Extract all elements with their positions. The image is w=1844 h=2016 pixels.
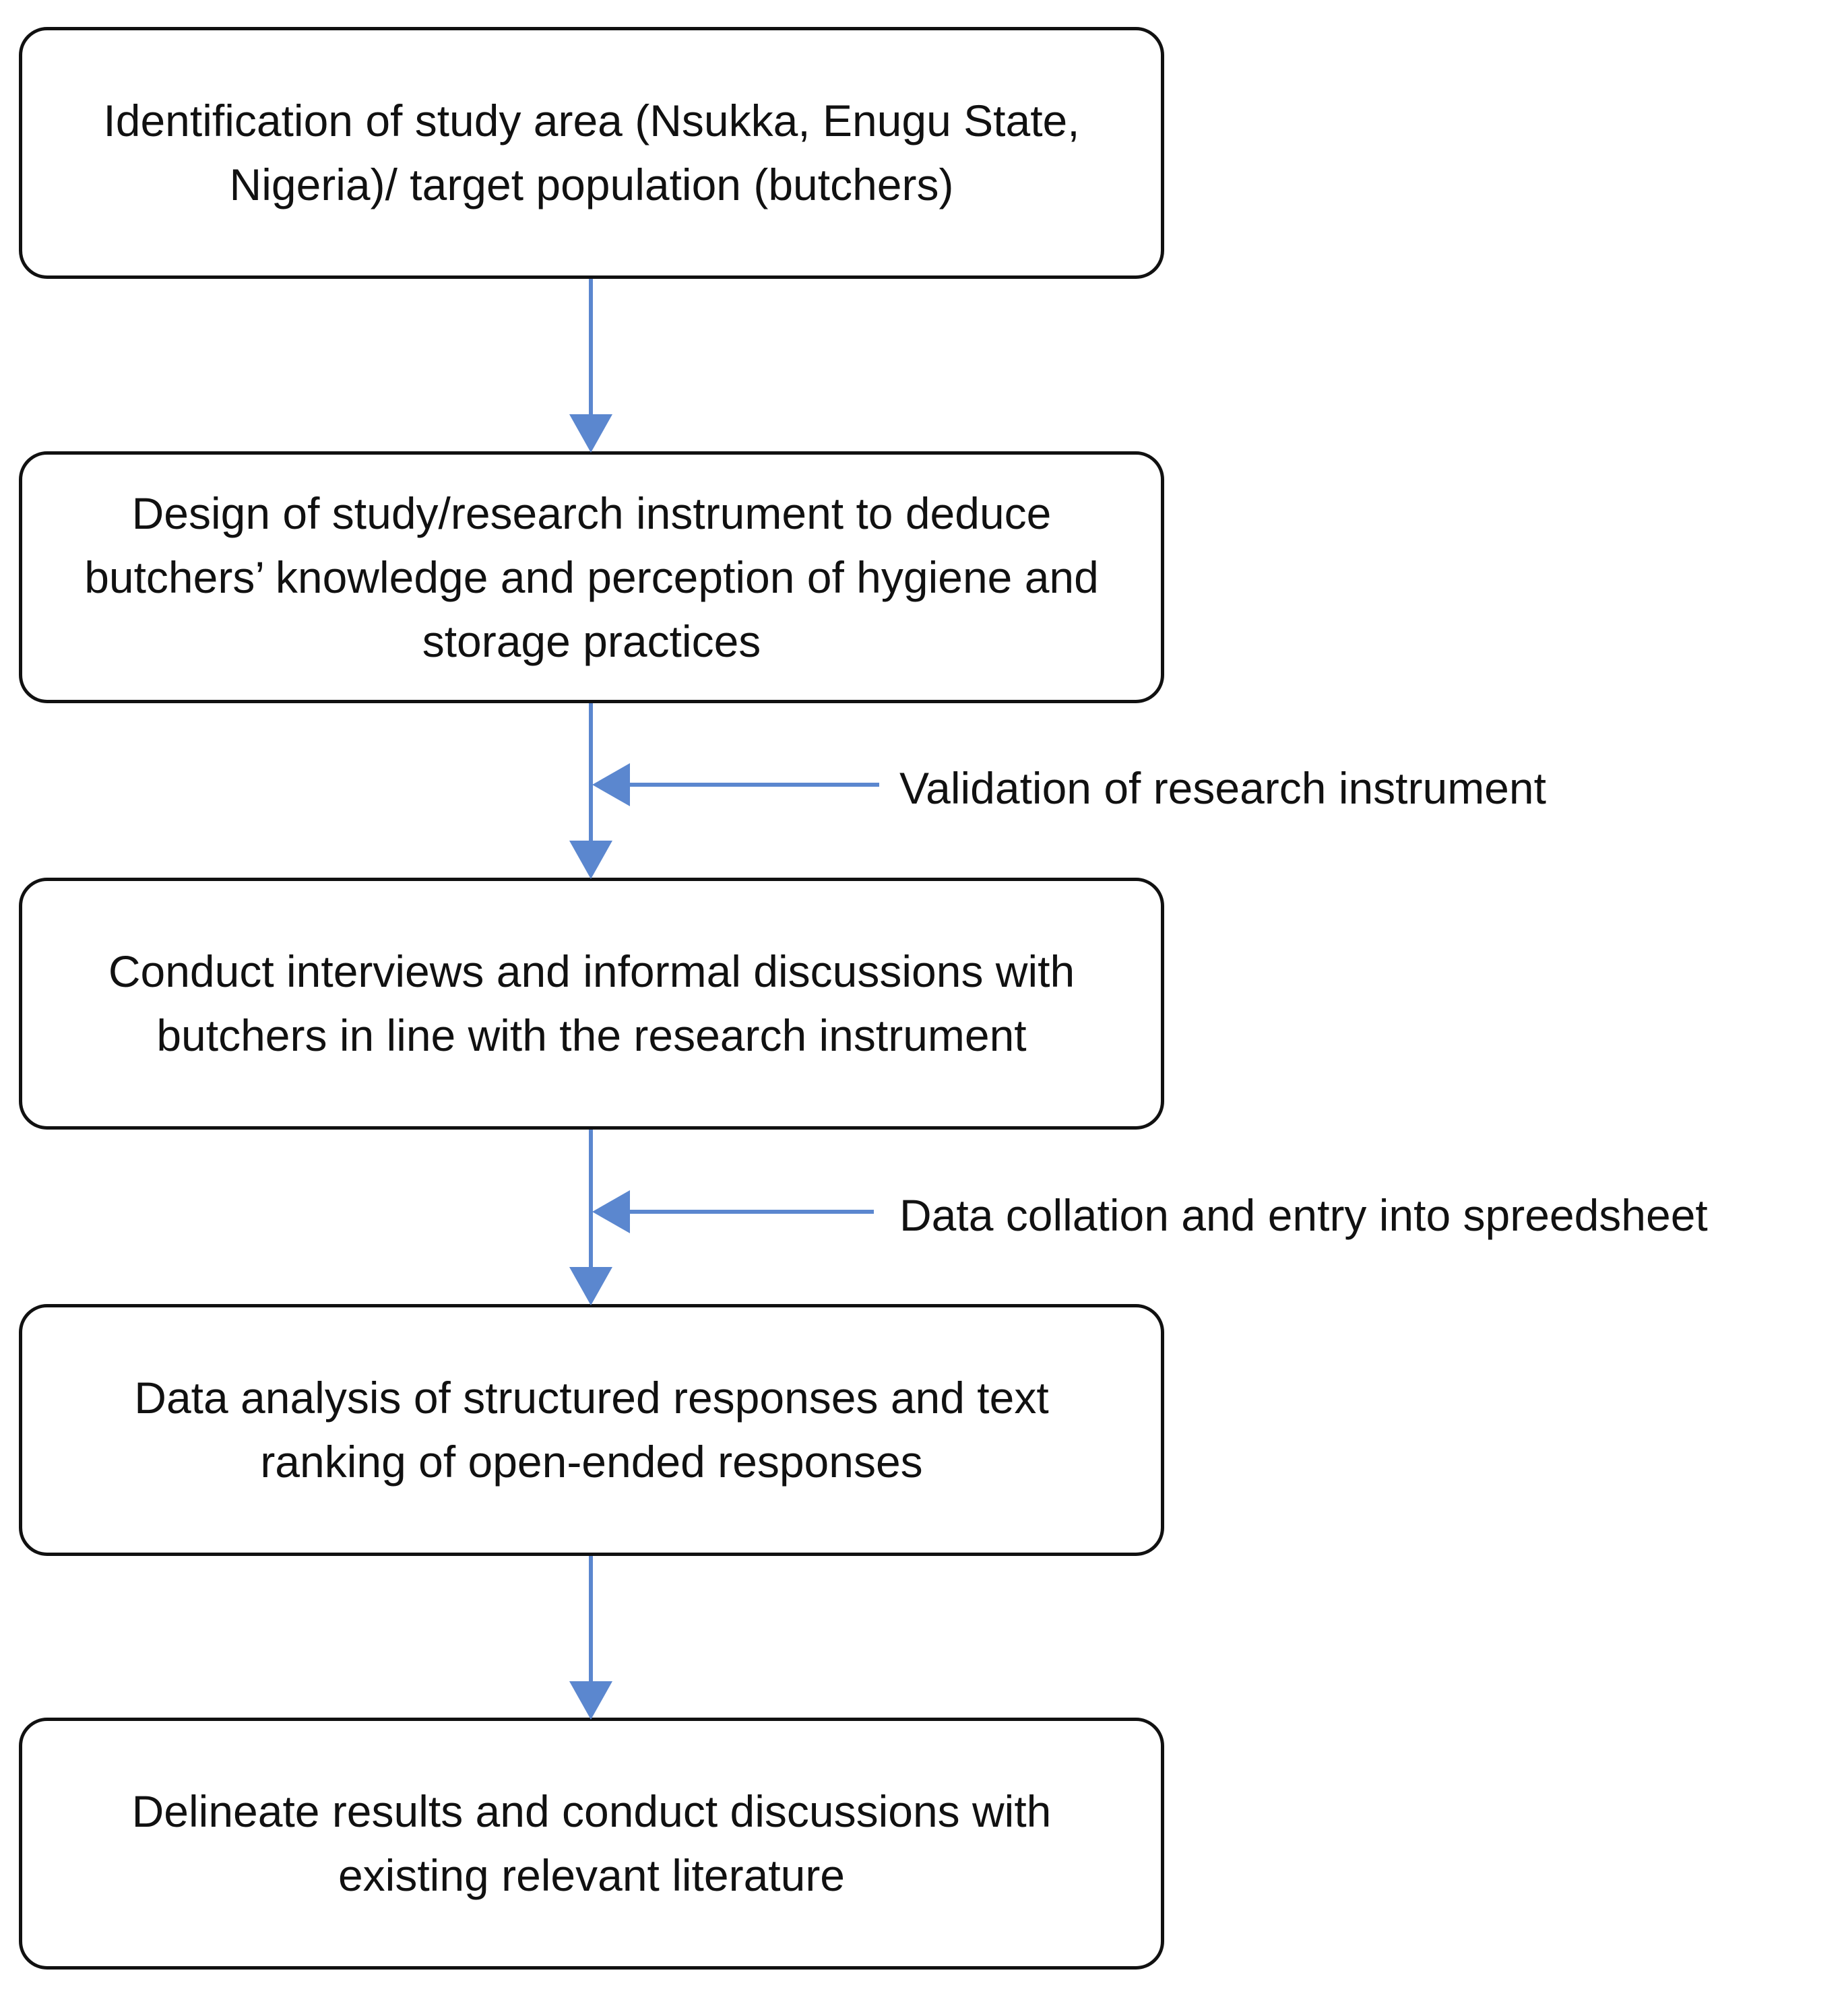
step-box-interviews: Conduct interviews and informal discussi…	[19, 878, 1164, 1130]
step-box-identification: Identification of study area (Nsukka, En…	[19, 27, 1164, 279]
arrow-validation-input	[592, 763, 879, 806]
step-text-identification: Identification of study area (Nsukka, En…	[103, 96, 1080, 209]
arrow-design-to-interviews	[569, 703, 612, 879]
step-text-interviews: Conduct interviews and informal discussi…	[108, 946, 1075, 1060]
arrow-interviews-to-analysis	[569, 1130, 612, 1305]
side-label-validation: Validation of research instrument	[899, 763, 1546, 813]
step-text-design: Design of study/research instrument to d…	[84, 488, 1099, 666]
arrow-identify-to-design	[569, 279, 612, 453]
step-box-analysis: Data analysis of structured responses an…	[19, 1304, 1164, 1556]
side-label-data-collation: Data collation and entry into spreedshee…	[899, 1190, 1708, 1240]
arrow-analysis-to-results	[569, 1556, 612, 1720]
step-box-results: Delineate results and conduct discussion…	[19, 1718, 1164, 1970]
step-text-results: Delineate results and conduct discussion…	[131, 1786, 1052, 1900]
step-text-analysis: Data analysis of structured responses an…	[134, 1373, 1049, 1487]
arrow-data-collation-input	[592, 1190, 874, 1233]
step-box-design: Design of study/research instrument to d…	[19, 451, 1164, 703]
